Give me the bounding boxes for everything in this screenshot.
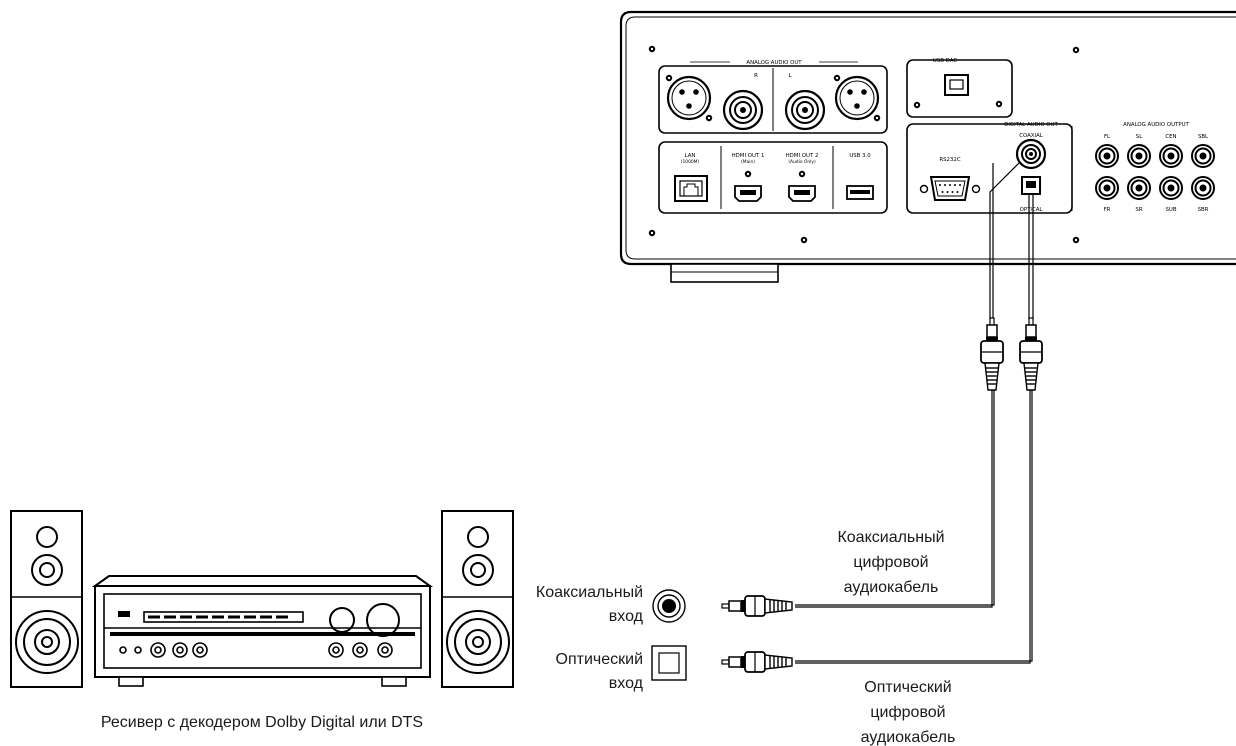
receiver-caption: Ресивер с декодером Dolby Digital или DT…: [101, 714, 423, 731]
usb-30-port: [846, 185, 874, 200]
lan-sub-label: (1000M): [681, 159, 700, 165]
coaxial-label: COAXIAL: [1019, 133, 1043, 139]
av-receiver: [91, 575, 434, 687]
coaxial-output-jack: [1015, 138, 1047, 170]
ch-sub-label: SUB: [1165, 207, 1176, 213]
hdmi-out-1-sub-label: (Main): [741, 159, 755, 165]
optical-cable-label-line2: цифровой: [870, 704, 945, 721]
coaxial-plug-vertical: [980, 317, 1004, 391]
ch-fr-label: FR: [1104, 207, 1111, 213]
rs232c-digital-section: DIGITAL AUDIO OUT COAXIAL OPTICAL RS232C: [906, 122, 1073, 214]
xlr-r-connector: [665, 74, 713, 122]
ch-sr-label: SR: [1135, 207, 1142, 213]
hdmi-out-2-label: HDMI OUT 2: [786, 153, 819, 159]
left-speaker: [10, 510, 83, 688]
lan-port: [674, 175, 708, 202]
rca-r-connector: [722, 89, 764, 131]
right-speaker: [441, 510, 514, 688]
optical-cable-label-line1: Оптический: [864, 679, 951, 696]
optical-cable-label-line3: аудиокабель: [861, 729, 956, 746]
xlr-l-connector: [833, 74, 881, 122]
receiver-display: [143, 611, 304, 623]
optical-cable: [795, 194, 1034, 664]
optical-input-label-line1: Оптический: [556, 651, 643, 668]
coaxial-cable: [795, 162, 1020, 608]
rs232c-label: RS232C: [939, 157, 960, 163]
player-rear-panel: ANALOG AUDIO OUT R L: [619, 10, 1236, 283]
channel-l-label: L: [788, 73, 791, 79]
analog-audio-out-label: ANALOG AUDIO OUT: [746, 60, 802, 66]
coax-cable-label-line3: аудиокабель: [844, 579, 939, 596]
hdmi-out-1-label: HDMI OUT 1: [732, 153, 765, 159]
ch-sl-label: SL: [1136, 134, 1142, 140]
analog-audio-out-section: ANALOG AUDIO OUT R L: [658, 60, 888, 134]
lan-hdmi-usb-section: LAN (1000M) HDMI OUT 1 (Main) HDMI OUT 2…: [658, 141, 888, 214]
ch-cen-label: CEN: [1165, 134, 1176, 140]
channel-r-label: R: [754, 73, 758, 79]
usb-30-label: USB 3.0: [849, 153, 871, 159]
ch-sbr-label: SBR: [1198, 207, 1209, 213]
coax-cable-label-line1: Коаксиальный: [837, 529, 944, 546]
usb-dac-label: USB DAC: [933, 58, 957, 64]
lan-label: LAN: [685, 153, 696, 159]
coaxial-input-jack: [652, 589, 686, 623]
usb-dac-section: USB DAC: [906, 58, 1013, 118]
coaxial-plug-horizontal: [721, 595, 793, 617]
hdmi-out-2-sub-label: (Audio Only): [788, 159, 816, 165]
optical-plug-vertical: [1019, 317, 1043, 391]
optical-plug-horizontal: [721, 651, 793, 673]
ch-fl-label: FL: [1104, 134, 1110, 140]
coax-input-label-line2: вход: [609, 608, 644, 625]
ch-sbl-label: SBL: [1198, 134, 1208, 140]
coax-cable-label-line2: цифровой: [853, 554, 928, 571]
analog-audio-output-label: ANALOG AUDIO OUTPUT: [1123, 122, 1189, 128]
optical-label: OPTICAL: [1020, 207, 1043, 213]
analog-multichannel-section: ANALOG AUDIO OUTPUT FL SL CEN SBL FR SR …: [1095, 122, 1215, 213]
optical-input-label-line2: вход: [609, 675, 644, 692]
digital-audio-out-label: DIGITAL AUDIO OUT: [1004, 122, 1058, 128]
rca-l-connector: [784, 89, 826, 131]
optical-output-port: [1021, 176, 1041, 195]
rs232c-port: [919, 176, 981, 201]
optical-input-port: [651, 645, 687, 681]
coax-input-label-line1: Коаксиальный: [536, 584, 643, 601]
